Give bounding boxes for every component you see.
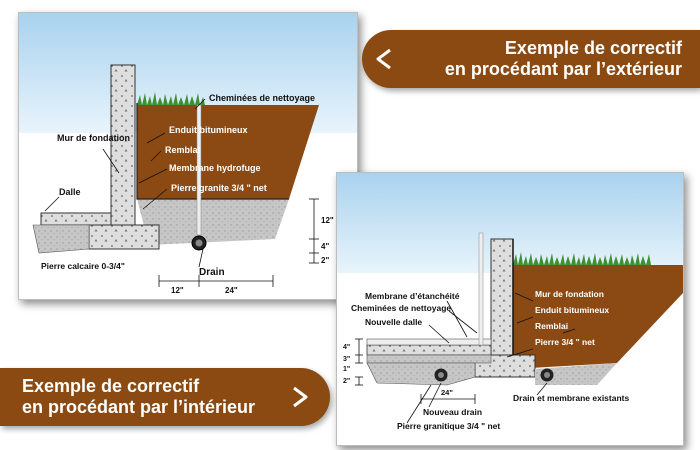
gravel-bed <box>137 199 289 245</box>
dim-24: 24" <box>441 388 453 397</box>
label-foundation-wall: Mur de fondation <box>57 133 130 143</box>
backfill-soil <box>513 265 683 369</box>
dim-12-horizontal: 12" <box>171 286 184 295</box>
exterior-diagram-panel: Cheminées de nettoyage Mur de fondation … <box>18 12 358 300</box>
grass <box>137 92 205 105</box>
cleanout-pipe <box>478 232 484 346</box>
exterior-diagram: Cheminées de nettoyage Mur de fondation … <box>19 13 357 299</box>
dim-2: 2" <box>321 256 329 265</box>
backfill-soil <box>137 105 319 199</box>
waterproof-membrane <box>366 338 492 346</box>
label-cleanout: Cheminées de nettoyage <box>209 93 315 103</box>
label-drain: Drain <box>199 267 225 278</box>
label-granitic-stone: Pierre granitique 3/4 " net <box>397 421 500 431</box>
interior-banner-line2: en procédant par l’intérieur <box>22 397 256 417</box>
dim-4: 4" <box>321 242 329 251</box>
grass <box>513 252 651 265</box>
interior-banner: Exemple de correctif en procédant par l’… <box>0 368 330 426</box>
label-backfill: Remblai <box>535 321 568 331</box>
dim-1: 1" <box>343 366 350 373</box>
exterior-banner-line2: en procédant par l’extérieur <box>444 59 682 79</box>
label-new-slab: Nouvelle dalle <box>365 317 422 327</box>
label-limestone: Pierre calcaire 0-3/4" <box>41 261 125 271</box>
new-slab <box>366 344 492 356</box>
label-existing-drain: Drain et membrane existants <box>513 393 629 403</box>
dim-4: 4" <box>343 344 350 351</box>
interior-banner-line1: Exemple de correctif <box>22 376 200 396</box>
slab <box>40 212 112 226</box>
interior-diagram-panel: Membrane d’étanchéité Cheminées de netto… <box>336 172 684 446</box>
arrow-left-icon <box>376 48 391 70</box>
limestone-base <box>32 224 90 254</box>
footing <box>88 224 160 250</box>
dim-24: 24" <box>225 286 238 295</box>
exterior-banner: Exemple de correctif en procédant par l’… <box>362 30 700 88</box>
label-waterproof-membrane: Membrane d’étanchéité <box>365 291 460 301</box>
label-membrane: Membrane hydrofuge <box>169 163 261 173</box>
label-granite: Pierre granite 3/4 " net <box>171 183 267 193</box>
foundation-wall <box>110 64 136 226</box>
exterior-banner-line1: Exemple de correctif <box>504 38 682 58</box>
foundation-wall <box>490 238 514 356</box>
label-new-drain: Nouveau drain <box>423 407 482 417</box>
label-foundation-wall: Mur de fondation <box>535 289 604 299</box>
dim-12-vertical: 12" <box>321 216 334 225</box>
arrow-right-icon <box>293 386 308 408</box>
dim-2: 2" <box>343 378 350 385</box>
exterior-gravel <box>535 363 617 385</box>
label-stone: Pierre 3/4 " net <box>535 337 595 347</box>
label-bitumen: Enduit bitumineux <box>169 125 248 135</box>
interior-diagram: Membrane d’étanchéité Cheminées de netto… <box>337 173 683 431</box>
label-cleanout: Cheminées de nettoyage <box>351 303 451 313</box>
dim-3: 3" <box>343 356 350 363</box>
granitic-stone-bed <box>366 362 476 386</box>
label-bitumen: Enduit bitumineux <box>535 305 609 315</box>
label-backfill: Remblai <box>165 145 200 155</box>
label-slab: Dalle <box>59 187 81 197</box>
